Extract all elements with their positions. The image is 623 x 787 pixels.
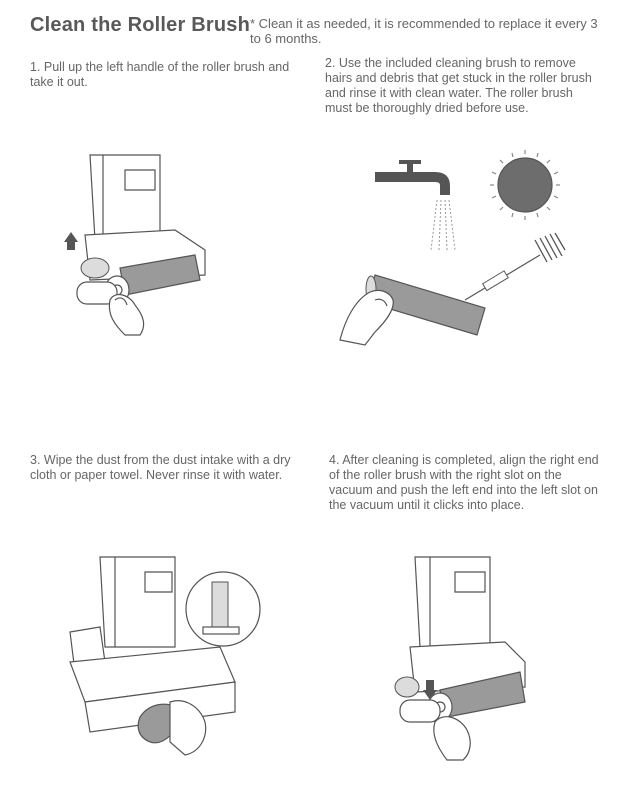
up-arrow-icon [64, 232, 78, 250]
page-title: Clean the Roller Brush [30, 14, 250, 37]
step-4-illustration [385, 552, 560, 762]
hand-icon [434, 717, 470, 760]
step-4-text: 4. After cleaning is completed, align th… [329, 453, 599, 513]
hand-icon [109, 295, 143, 335]
step-1-text: 1. Pull up the left handle of the roller… [30, 60, 300, 90]
magnified-detail-circle [186, 572, 260, 646]
faucet-icon [375, 160, 450, 195]
hand-icon [340, 290, 393, 345]
step-3-illustration [60, 552, 270, 757]
replacement-note: * Clean it as needed, it is recommended … [250, 16, 610, 46]
water-spray-icon [431, 200, 455, 250]
vacuum-body [410, 557, 525, 692]
step-2-text: 2. Use the included cleaning brush to re… [325, 56, 595, 116]
step-3-text: 3. Wipe the dust from the dust intake wi… [30, 453, 305, 483]
sun-icon [490, 150, 560, 220]
step-1-illustration [55, 150, 225, 340]
cleaning-brush-icon [465, 233, 565, 300]
step-2-illustration [335, 150, 575, 350]
